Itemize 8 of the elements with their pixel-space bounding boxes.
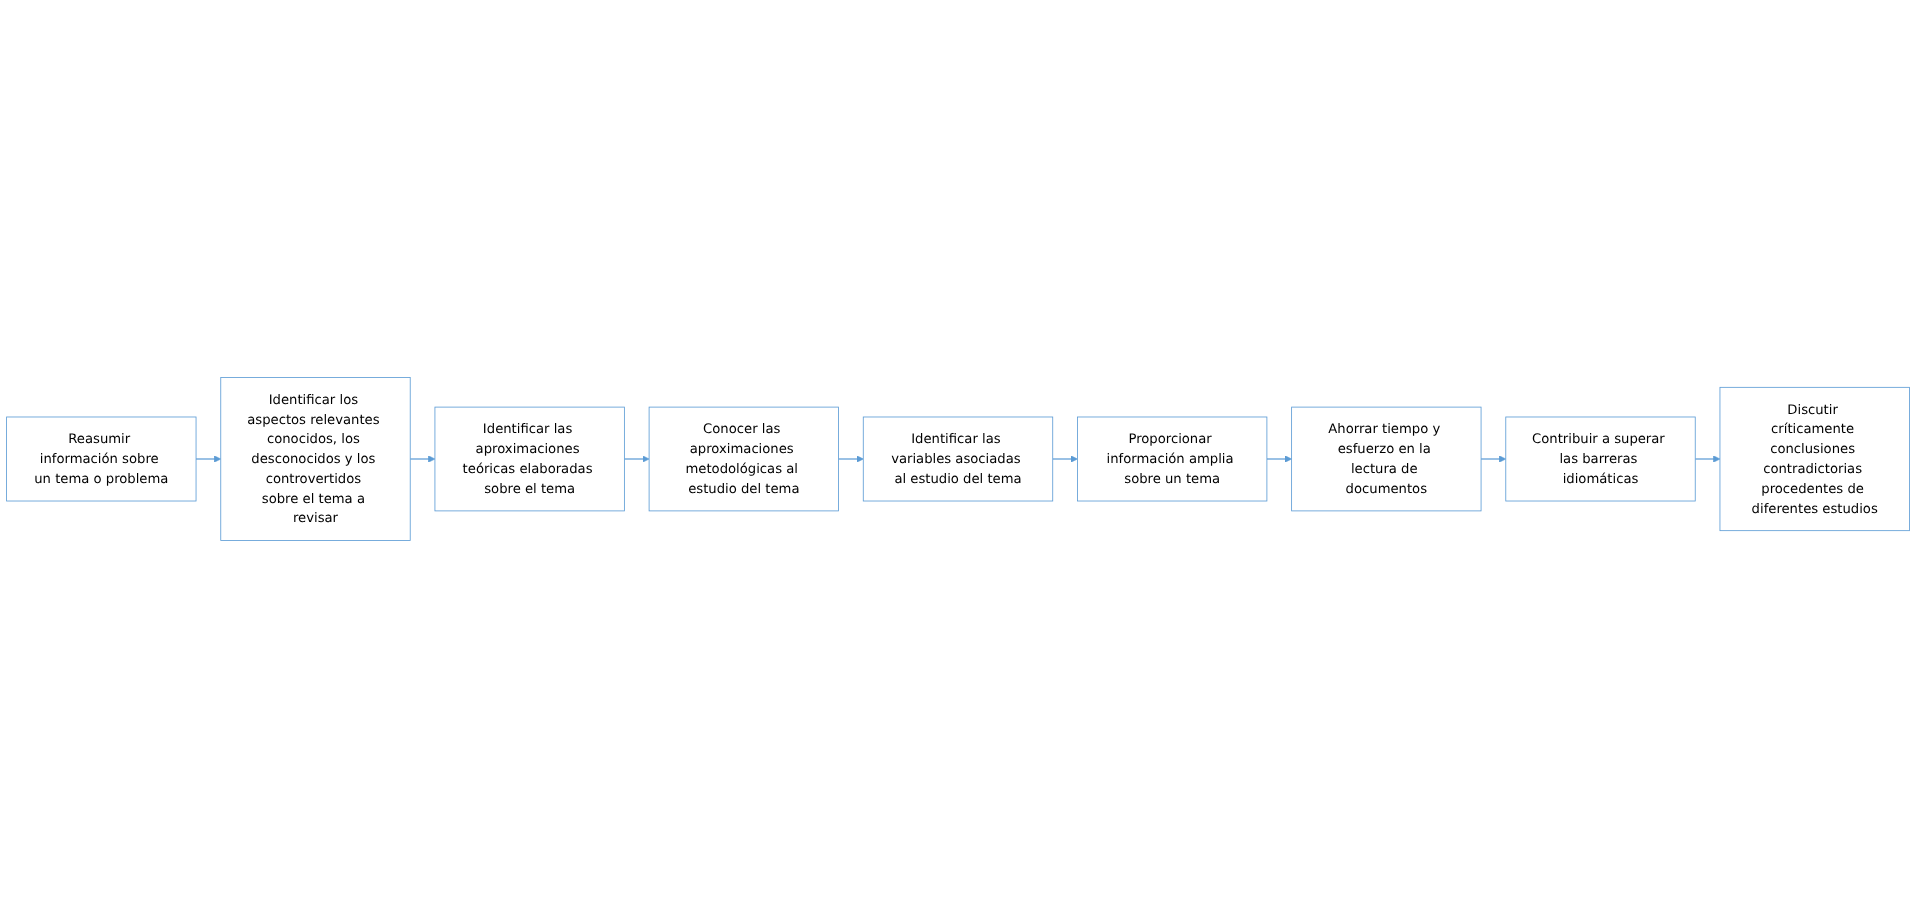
arrow bbox=[837, 455, 864, 463]
arrow bbox=[409, 455, 436, 463]
arrow bbox=[1694, 455, 1721, 463]
arrow bbox=[1266, 455, 1292, 463]
arrow bbox=[623, 455, 650, 463]
arrow bbox=[195, 455, 222, 463]
arrow bbox=[1480, 455, 1507, 463]
arrow bbox=[1052, 455, 1078, 463]
